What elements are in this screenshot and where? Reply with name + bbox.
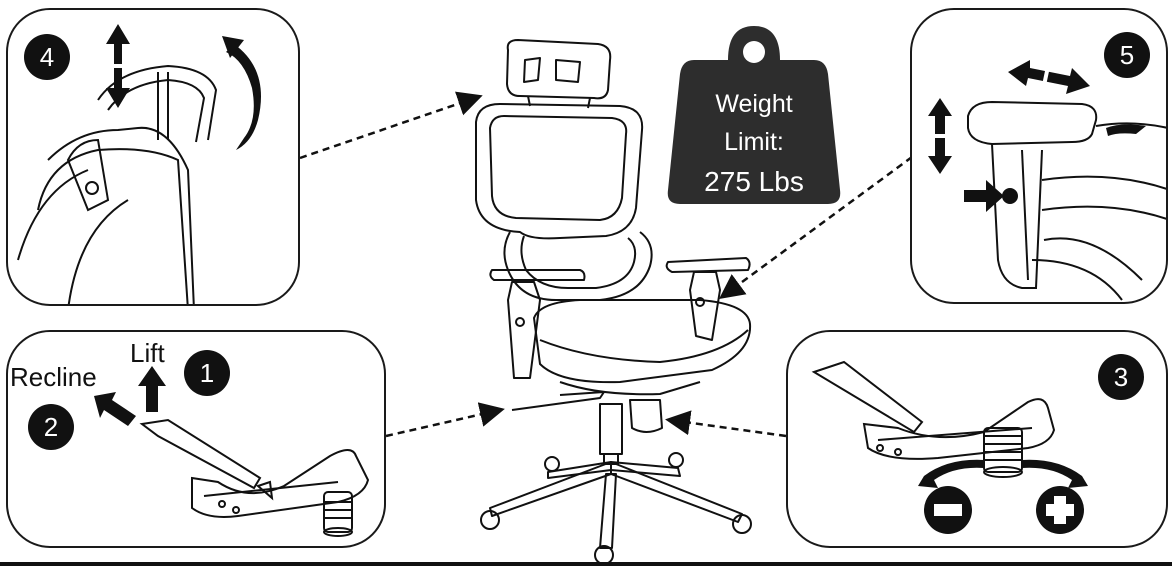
tilt-arrow-icon — [1106, 124, 1146, 136]
headrest-adjust-panel: 4 — [6, 8, 300, 306]
chair-seat — [534, 300, 750, 382]
horizontal-double-arrow-icon — [1008, 60, 1090, 94]
counterclockwise-arrow-icon — [918, 460, 984, 488]
vertical-double-arrow-icon — [928, 98, 952, 174]
step-5-badge: 5 — [1104, 32, 1150, 78]
weight-tag-hole — [743, 41, 765, 63]
weight-limit-value: 275 Lbs — [666, 166, 842, 198]
chair-headrest — [507, 40, 610, 98]
plus-circle-icon — [1036, 486, 1084, 534]
weight-limit-line2: Limit: — [666, 128, 842, 157]
clockwise-arrow-icon — [1022, 460, 1088, 488]
chair-left-armrest — [490, 270, 584, 280]
weight-limit-line1: Weight — [666, 90, 842, 119]
step-4-badge: 4 — [24, 34, 70, 80]
lift-label: Lift — [130, 338, 165, 369]
recline-arrow-icon — [94, 392, 136, 426]
chair-lever — [512, 392, 604, 410]
tension-knob-panel: 3 — [786, 330, 1168, 548]
weight-limit-tag: Weight Limit: 275 Lbs — [666, 20, 842, 206]
lift-arrow-icon — [138, 366, 166, 412]
step-1-badge: 1 — [184, 350, 230, 396]
press-button-arrow-icon — [964, 180, 1004, 212]
chair-gas-cylinder — [600, 404, 622, 454]
chair-tension-knob — [630, 400, 662, 432]
minus-circle-icon — [924, 486, 972, 534]
recline-label: Recline — [10, 362, 97, 393]
caster — [669, 453, 683, 467]
caster — [733, 515, 751, 533]
bottom-divider — [0, 562, 1172, 566]
step-3-badge: 3 — [1098, 354, 1144, 400]
caster — [545, 457, 559, 471]
armrest-adjust-panel: 5 — [910, 8, 1168, 304]
chair-right-armrest — [667, 258, 750, 272]
step-2-badge: 2 — [28, 404, 74, 450]
caster — [481, 511, 499, 529]
lift-recline-panel: Lift Recline 1 2 — [6, 330, 386, 548]
vertical-double-arrow-icon — [106, 24, 130, 108]
rotate-arrow-icon — [222, 36, 261, 150]
